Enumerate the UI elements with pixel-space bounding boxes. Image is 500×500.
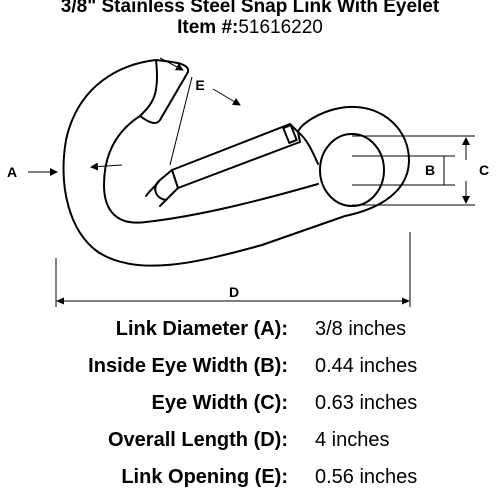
dim-e-arrow-top: [159, 57, 184, 71]
dim-a-arrow-right: [90, 162, 123, 171]
spec-value: 0.44 inches: [315, 355, 418, 377]
item-number: 51616220: [238, 17, 323, 38]
gate-catch: [145, 179, 167, 207]
gate-upper-edge: [171, 123, 301, 189]
dimension-lines: [28, 57, 475, 307]
spec-row-link-opening: Link Opening (E): 0.56 inches: [0, 466, 500, 500]
spec-row-eye-width: Eye Width (C): 0.63 inches: [0, 392, 500, 426]
item-number-label: Item #:: [177, 17, 239, 38]
dim-label-e: E: [195, 77, 204, 93]
spec-label: Overall Length (D):: [107, 429, 288, 451]
product-title: 3/8" Stainless Steel Snap Link With Eyel…: [60, 0, 440, 17]
eye-hole: [319, 133, 385, 207]
gate-pin: [282, 124, 298, 144]
snap-link-outline: [62, 59, 410, 267]
gate-hinge: [297, 131, 319, 165]
dim-label-b: B: [425, 162, 435, 178]
spec-row-inside-eye-width: Inside Eye Width (B): 0.44 inches: [0, 355, 500, 389]
spec-value: 4 inches: [315, 429, 390, 451]
spec-row-overall-length: Overall Length (D): 4 inches: [0, 429, 500, 463]
spec-row-link-diameter: Link Diameter (A): 3/8 inches: [0, 318, 500, 352]
dim-d-arrow-left: [56, 297, 64, 305]
gate-lower-edge: [154, 169, 179, 201]
dim-d-arrow-right: [402, 297, 410, 305]
spec-label: Link Opening (E):: [121, 466, 288, 488]
dim-e-arrow-bottom: [212, 88, 241, 106]
spec-label: Inside Eye Width (B):: [88, 355, 288, 377]
spec-value: 0.56 inches: [315, 466, 418, 488]
spec-label: Link Diameter (A):: [115, 318, 288, 340]
spec-label: Eye Width (C):: [151, 392, 288, 414]
dim-label-c: C: [479, 162, 489, 178]
snap-link-diagram: A B C D E: [7, 57, 489, 307]
dim-label-d: D: [229, 284, 239, 300]
dimension-labels: A B C D E: [7, 77, 489, 300]
dim-e-leader: [169, 76, 193, 166]
spec-value: 0.63 inches: [315, 392, 418, 414]
link-outer-contour: [62, 59, 410, 267]
spec-value: 3/8 inches: [315, 318, 407, 340]
dim-label-a: A: [7, 164, 17, 180]
item-number-line: Item #:51616220: [0, 17, 500, 39]
link-inner-contour: [103, 115, 319, 224]
